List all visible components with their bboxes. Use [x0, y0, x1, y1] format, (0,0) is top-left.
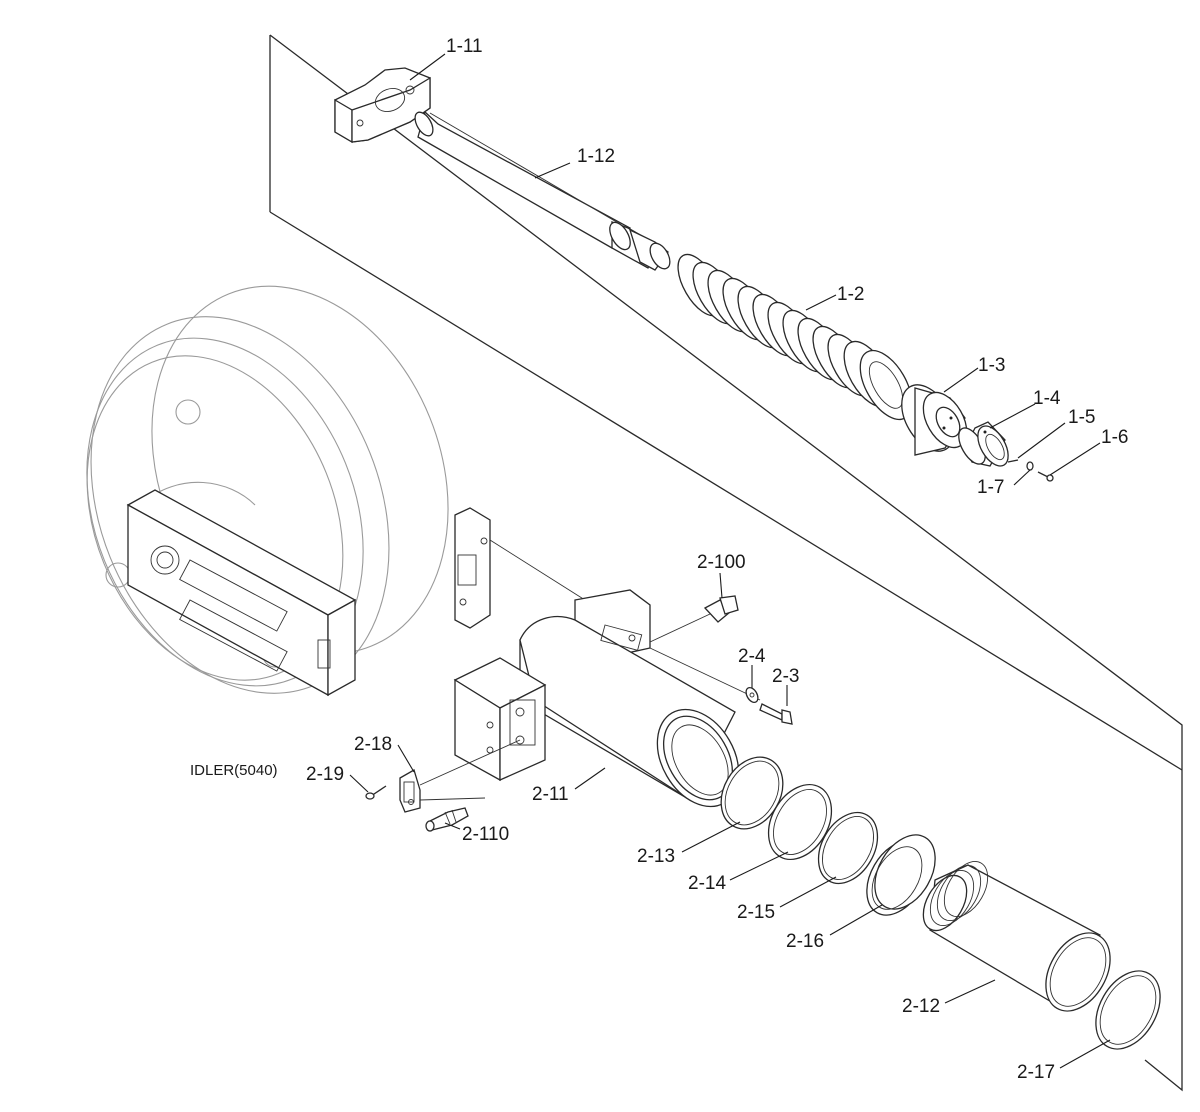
- part-2-14-seal: [767, 783, 833, 861]
- part-2-100-bolt: [703, 595, 739, 623]
- callout-1-7: 1-7: [977, 477, 1004, 498]
- part-2-12-cylinder: [922, 861, 1111, 1012]
- part-2-18-bracket: [399, 769, 421, 813]
- part-2-19-screw: [365, 785, 387, 800]
- callout-2-110: 2-110: [462, 824, 509, 845]
- part-2-16-seal: [866, 834, 936, 916]
- assembly-frame-diagonal: [269, 211, 1183, 771]
- part-2-11-housing: [519, 589, 740, 808]
- callout-1-6: 1-6: [1101, 427, 1128, 448]
- callout-2-17: 2-17: [1017, 1062, 1055, 1083]
- callout-2-13: 2-13: [637, 846, 675, 867]
- callout-1-5: 1-5: [1068, 407, 1095, 428]
- part-1-11-plate: [334, 67, 431, 144]
- part-2-4-washer: [745, 686, 759, 704]
- callout-2-12: 2-12: [902, 996, 940, 1017]
- idler-bracket-rear: [454, 507, 491, 629]
- part-2-110-fitting: [425, 807, 469, 832]
- callout-2-18: 2-18: [354, 734, 392, 755]
- part-1-12-rod: [414, 110, 671, 271]
- idler-bracket: [126, 489, 357, 697]
- callout-1-2: 1-2: [837, 284, 864, 305]
- axis-line-2-3: [649, 647, 761, 701]
- leader-lines: [349, 53, 1111, 1069]
- part-1-2-spring: [677, 253, 913, 421]
- axis-line-2-18: [419, 739, 521, 786]
- callout-1-12: 1-12: [577, 146, 615, 167]
- callout-2-100: 2-100: [697, 552, 746, 573]
- callout-2-14: 2-14: [688, 873, 726, 894]
- axis-line-bracket: [489, 539, 586, 601]
- part-2-17-ring: [1095, 970, 1161, 1050]
- part-1-4-bushing: [958, 421, 1009, 467]
- callout-2-4: 2-4: [738, 646, 766, 667]
- assembly-frame: [269, 34, 1183, 1092]
- callout-2-3: 2-3: [772, 666, 799, 687]
- part-2-3-bolt: [759, 703, 793, 725]
- callout-2-19: 2-19: [306, 764, 344, 785]
- part-2-11-front-block: [453, 657, 547, 782]
- axis-line-2-100: [649, 613, 711, 643]
- part-2-15-seal: [817, 811, 879, 885]
- part-1-7-washer: [1026, 461, 1034, 471]
- idler-wheel: [86, 285, 449, 694]
- callout-1-11: 1-11: [446, 36, 483, 57]
- callout-labels: 1-11 1-12 1-2 1-3 1-4 1-5 1-6 1-7 2-100 …: [190, 36, 1128, 1083]
- part-1-5-pin: [1007, 459, 1019, 463]
- axis-line-2-110: [419, 797, 486, 801]
- callout-1-3: 1-3: [978, 355, 1005, 376]
- callout-2-16: 2-16: [786, 931, 824, 952]
- part-1-3-seat: [901, 384, 968, 456]
- callout-2-11: 2-11: [532, 784, 569, 805]
- part-1-6-screw: [1037, 471, 1054, 482]
- callout-1-4: 1-4: [1033, 388, 1061, 409]
- assembly-label: IDLER(5040): [190, 762, 278, 779]
- callout-2-15: 2-15: [737, 902, 775, 923]
